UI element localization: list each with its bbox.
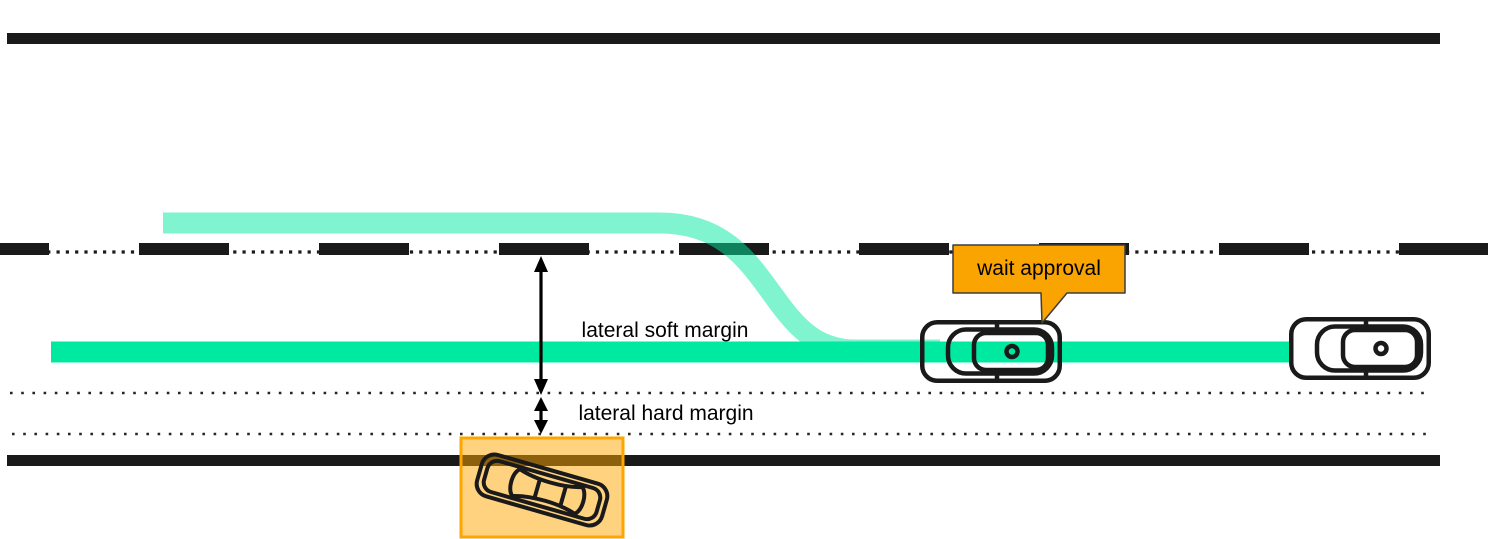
road-edge-top <box>7 33 1440 44</box>
lead-car-icon <box>1291 319 1429 378</box>
hard-margin-arrow <box>534 397 548 434</box>
route-line-faded <box>163 212 940 361</box>
road-edge-bottom <box>7 455 1440 466</box>
hard-margin-label: lateral hard margin <box>578 402 754 425</box>
parked-car-icon <box>474 452 610 528</box>
soft-margin-label: lateral soft margin <box>581 319 749 342</box>
soft-margin-arrow <box>534 256 548 395</box>
wait-approval-label: wait approval <box>977 257 1101 280</box>
wait-approval-callout <box>952 244 1126 324</box>
